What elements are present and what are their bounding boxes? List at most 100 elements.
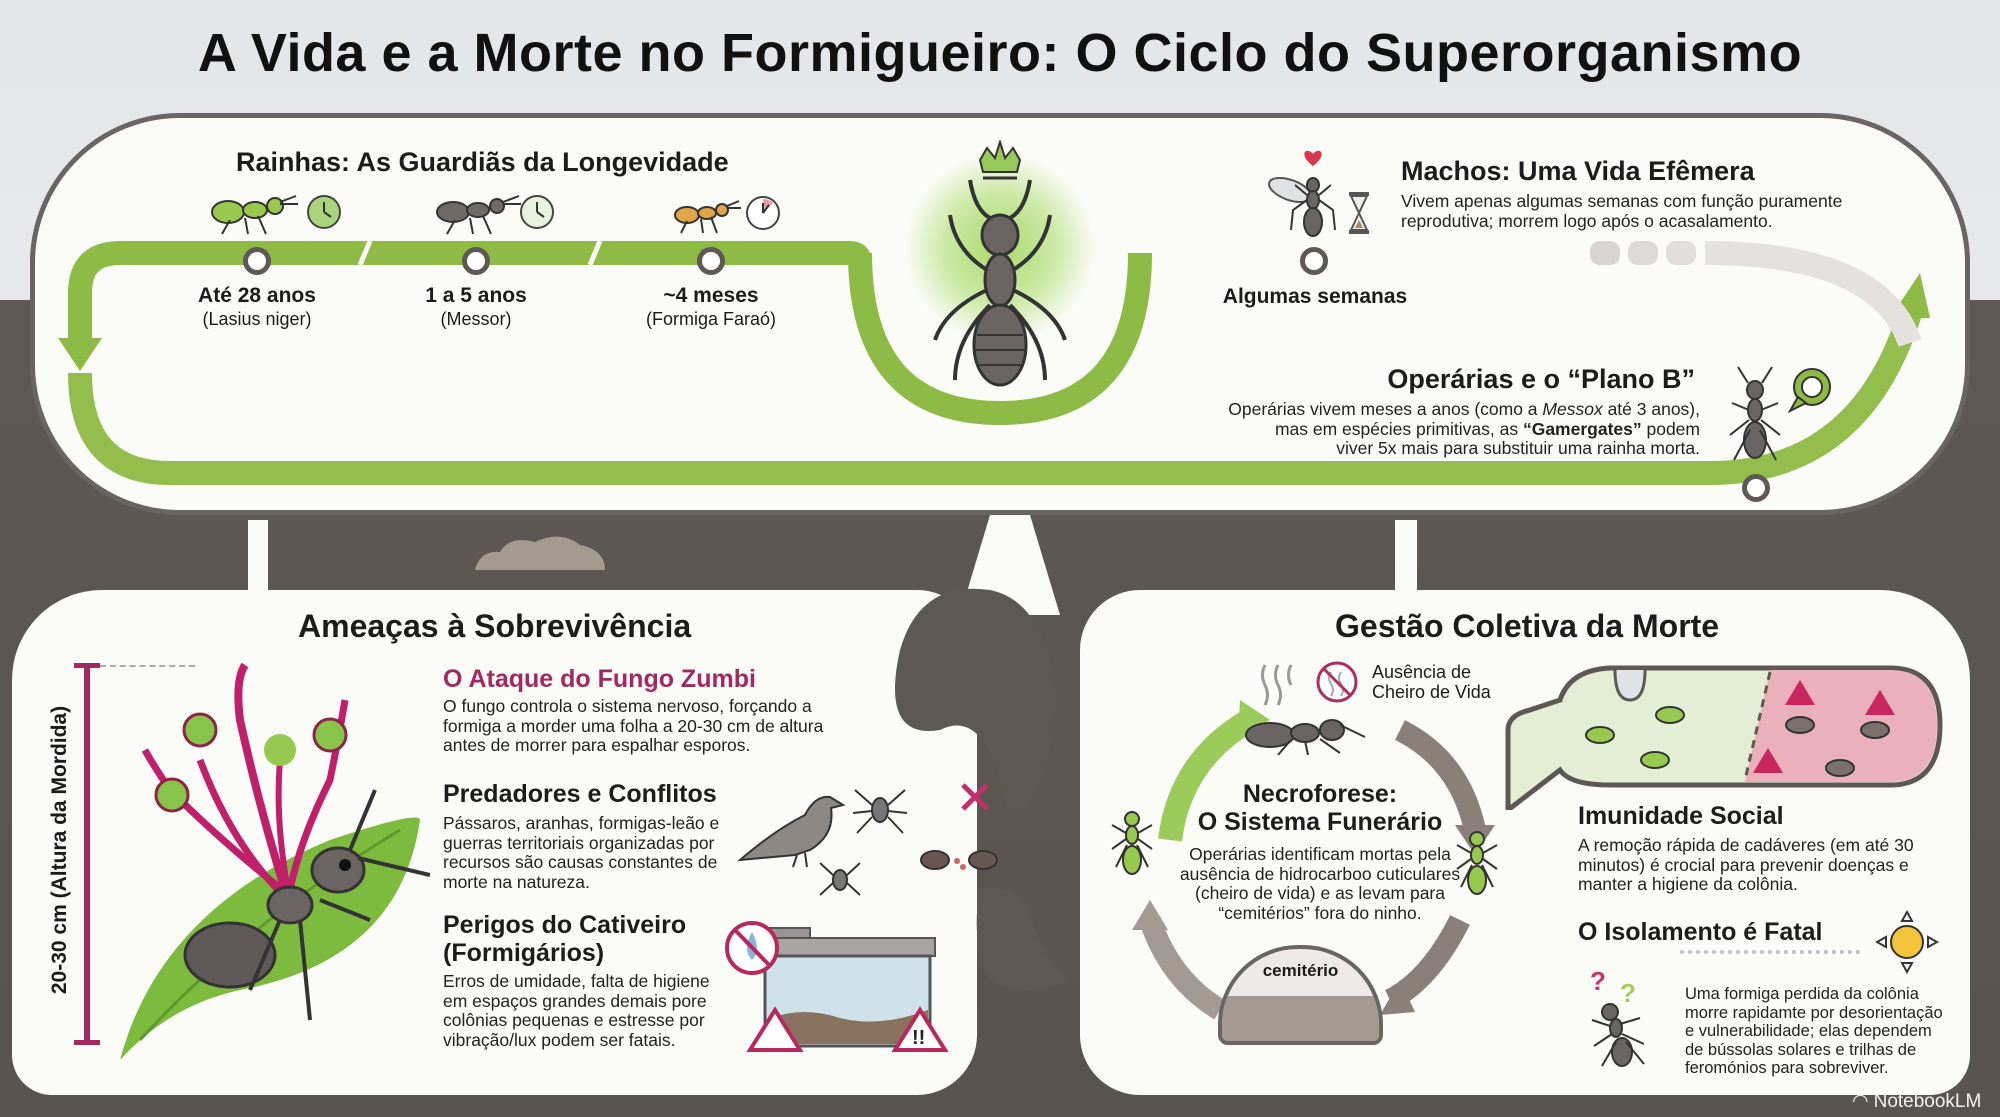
males-text-line-1: Vivem apenas algumas semanas com função … xyxy=(1401,191,1843,211)
necro-text: Operárias identificam mortas pela ausênc… xyxy=(1140,844,1500,923)
captivity-line-3: colônias pequenas e estresse por xyxy=(443,1010,705,1030)
isolation-line-5: feromónios para sobreviver. xyxy=(1685,1059,1889,1077)
lost-ant-icon: ? ? xyxy=(1590,966,1645,1067)
necro-line-4: “cemitérios” fora do ninho. xyxy=(1218,902,1422,923)
necro-title: Necroforese: O Sistema Funerário xyxy=(1197,780,1443,836)
captivity-line-1: Erros de umidade, falta de higiene xyxy=(443,971,710,991)
queen-2-value: 1 a 5 anos xyxy=(425,284,527,307)
zombie-fungus-ant-icon xyxy=(120,662,430,1060)
captivity-title: Perigos do Cativeiro (Formigários) xyxy=(443,911,687,967)
page-title: A Vida e a Morte no Formigueiro: O Ciclo… xyxy=(197,23,1803,83)
predators-title: Predadores e Conflitos xyxy=(443,780,717,808)
svg-text:!!: !! xyxy=(912,1027,925,1049)
queen-item-1-icons xyxy=(200,190,350,240)
males-text: Vivem apenas algumas semanas com função … xyxy=(1401,191,1843,231)
queen-3-value: ~4 meses xyxy=(663,284,759,307)
green-worker-ant-right-icon xyxy=(1456,831,1498,895)
tunnel-right xyxy=(1395,520,1417,600)
no-smell-label: Ausência de Cheiro de Vida xyxy=(1372,662,1491,702)
isolation-line-2: morre rapidamte por desorientação xyxy=(1685,1003,1943,1022)
immunity-line-2: minutos) é crocial para prevenir doenças… xyxy=(1578,854,1909,875)
winged-male-ant-icon xyxy=(1268,150,1369,237)
workers-heading: Operárias e o “Plano B” xyxy=(1387,364,1695,394)
predators-icons xyxy=(736,783,998,896)
queen-item-2-icons xyxy=(425,190,575,240)
timeline-node-queen-1 xyxy=(243,247,271,275)
svg-text:?: ? xyxy=(1620,978,1636,1008)
cemetery-soil xyxy=(1222,996,1379,1041)
predators-line-1: Pássaros, aranhas, formigas-leão e xyxy=(443,813,720,833)
dotted-path xyxy=(1680,950,1860,954)
queen-3-species: (Formiga Faraó) xyxy=(645,309,777,329)
immunity-title: Imunidade Social xyxy=(1578,802,1784,830)
males-timeline-label: Algumas semanas xyxy=(1222,285,1408,308)
isolation-text: Uma formiga perdida da colônia morre rap… xyxy=(1685,985,1943,1078)
svg-text:?: ? xyxy=(1590,966,1606,996)
gray-ant-icon xyxy=(436,195,554,235)
workers-line-1: Operárias vivem meses a anos (como a Mes… xyxy=(1228,399,1700,419)
males-text-line-2: reprodutiva; morrem logo após o acasalam… xyxy=(1401,210,1773,231)
notebooklm-logo-icon: ◠ xyxy=(1852,1091,1869,1112)
isolation-line-3: e vulnerabilidade; elas dependem xyxy=(1685,1022,1932,1040)
measure-cap-bottom xyxy=(74,1040,100,1045)
tunnel-left xyxy=(248,520,268,600)
dead-ant-smell-icon xyxy=(1245,664,1366,755)
queens-heading: Rainhas: As Guardiãs da Longevidade xyxy=(236,147,729,177)
measure-bar xyxy=(84,663,90,1043)
necro-line-1: Operárias identificam mortas pela xyxy=(1189,844,1451,864)
nest-capsule-icon xyxy=(1505,665,1943,810)
workers-line-2: mas em espécies primitivas, as “Gamergat… xyxy=(1274,418,1700,439)
biohazard-icon xyxy=(746,1006,804,1052)
spider-icon xyxy=(819,789,908,896)
workers-text: Operárias vivem meses a anos (como a Mes… xyxy=(1180,399,1700,459)
measure-dash xyxy=(100,665,195,667)
warning-icon xyxy=(891,1006,949,1052)
fungus-text: O fungo controla o sistema nervoso, forç… xyxy=(443,696,824,756)
measure-cap-top xyxy=(74,663,100,668)
captivity-text: Erros de umidade, falta de higiene em es… xyxy=(443,971,710,1050)
queen-2-species: (Messor) xyxy=(440,309,512,329)
captivity-line-4: vibração/lux podem ser fatais. xyxy=(443,1029,676,1050)
fungus-title: O Ataque do Fungo Zumbi xyxy=(443,665,756,693)
predators-line-2: guerras territoriais organizadas por xyxy=(443,832,715,853)
measure-label: 20-30 cm (Altura da Mordida) xyxy=(48,705,71,995)
worker-ant-speech-icon xyxy=(1729,366,1831,461)
captivity-line-2: em espaços grandes demais pore xyxy=(443,990,707,1011)
queen-1-species: (Lasius niger) xyxy=(202,309,312,329)
death-heading: Gestão Coletiva da Morte xyxy=(1335,608,1720,644)
formicarium-hazard-icon: !! xyxy=(725,921,949,1052)
green-worker-ant-left-icon xyxy=(1111,811,1153,875)
workers-line-3: viver 5x mais para substituir uma rainha… xyxy=(1336,438,1700,458)
orange-ant-icon xyxy=(674,196,780,234)
queen-1-value: Até 28 anos xyxy=(198,284,316,307)
immunity-line-3: manter a higiene da colônia. xyxy=(1578,874,1798,894)
threats-heading: Ameaças à Sobrevivência xyxy=(298,608,692,644)
no-smell-icon xyxy=(1316,661,1358,703)
timeline-node-workers xyxy=(1742,474,1770,502)
soil-blob-shapes xyxy=(895,588,1070,990)
bird-icon xyxy=(736,795,846,868)
timeline-node-queen-2 xyxy=(462,247,490,275)
x-mark-icon xyxy=(961,783,989,811)
immunity-line-1: A remoção rápida de cadáveres (em até 30 xyxy=(1578,835,1914,855)
timeline-node-males xyxy=(1300,247,1328,275)
necro-line-3: (cheiro de vida) e as levam para xyxy=(1195,883,1445,903)
predators-line-3: recursos são causas constantes de xyxy=(443,852,718,872)
timeline-node-queen-3 xyxy=(697,247,725,275)
predators-text: Pássaros, aranhas, formigas-leão e guerr… xyxy=(443,813,720,892)
green-ant-icon xyxy=(211,195,341,235)
predators-line-4: morte na natureza. xyxy=(443,871,590,892)
cemetery-label: cemitério xyxy=(1262,961,1339,980)
fighting-ants-icon xyxy=(920,850,998,870)
lifespan-timeline xyxy=(58,153,1930,485)
immunity-text: A remoção rápida de cadáveres (em até 30… xyxy=(1578,835,1914,895)
males-heading: Machos: Uma Vida Efêmera xyxy=(1401,156,1755,186)
queen-ant-crown-icon xyxy=(933,140,1067,387)
necro-line-2: ausência de hidrocarboo cuticulares xyxy=(1179,863,1461,884)
notebooklm-brand: ◠NotebookLM xyxy=(1852,1091,1982,1112)
soil-mound-icon xyxy=(475,536,605,570)
sun-icon xyxy=(1875,910,1940,975)
queen-item-3-icons xyxy=(665,195,785,240)
fungus-line-3: antes de morrer para espalhar esporos. xyxy=(443,735,751,755)
fungus-line-2: formiga a morder uma folha a 20-30 cm de… xyxy=(443,715,824,736)
